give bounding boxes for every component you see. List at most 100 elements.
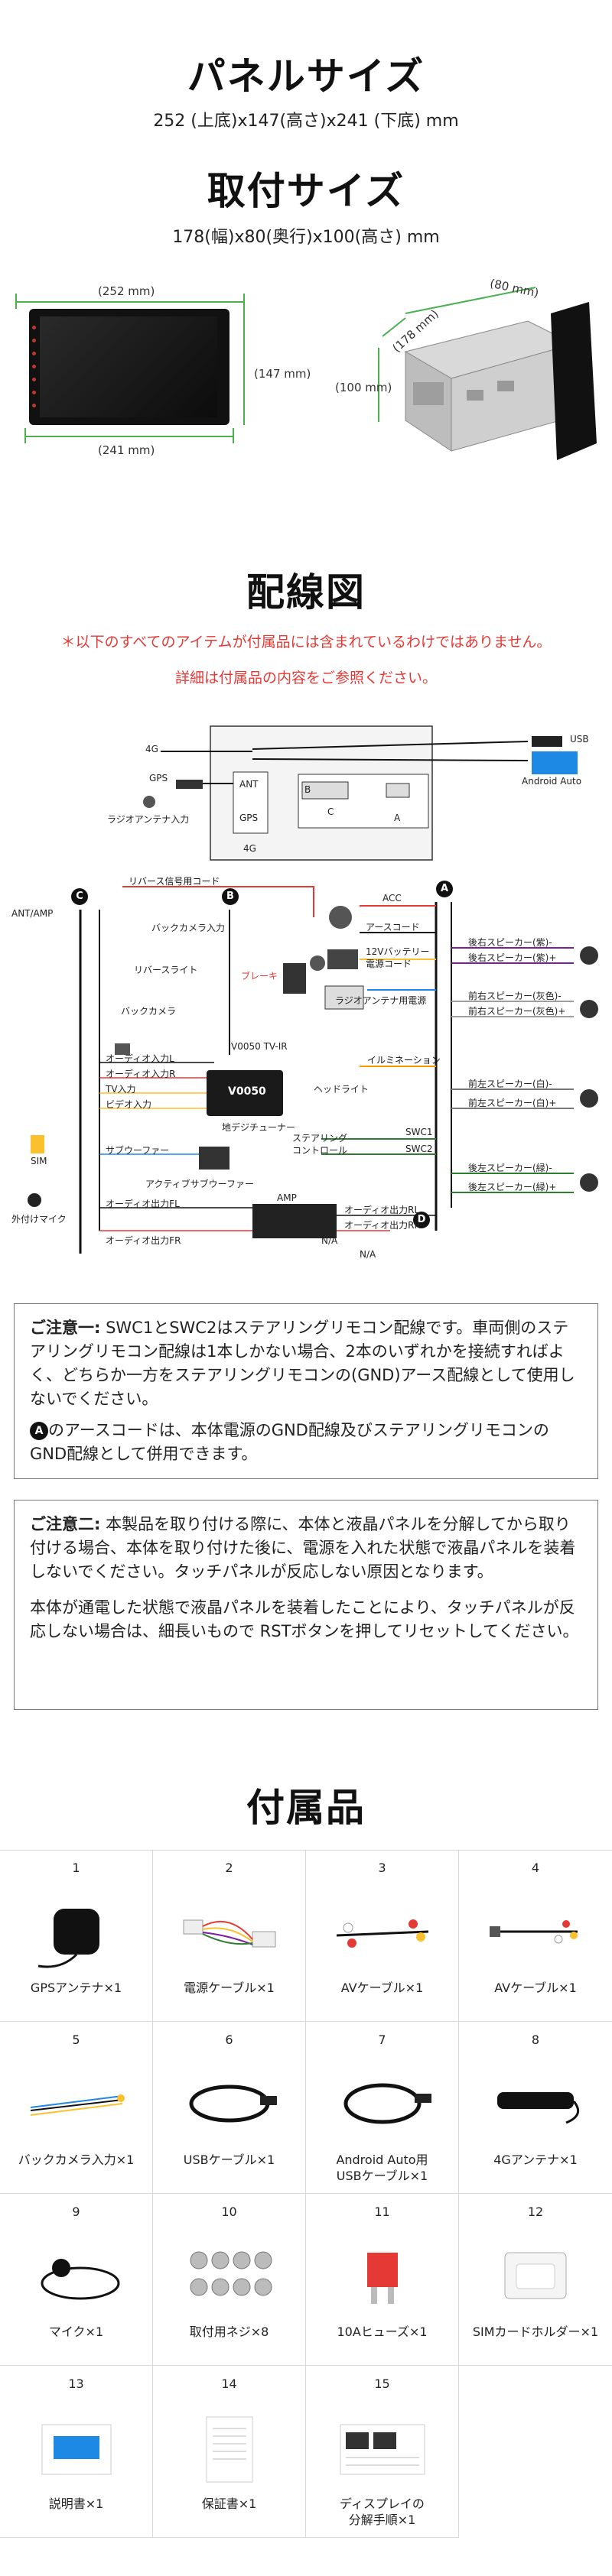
connector-c-badge: C — [71, 888, 88, 905]
note-one-heading: ご注意一: — [30, 1319, 101, 1337]
steering-label: ステアリング — [292, 1133, 348, 1144]
swc2-label: SWC2 — [405, 1144, 433, 1154]
accessory-label: 10Aヒューズ×1 — [337, 2325, 428, 2339]
wiring-diagram: リバース信号用コード ANT/AMP C B A D バックカメラ入力 リバース… — [8, 871, 604, 1284]
v0050-device-label: V0050 — [228, 1085, 266, 1098]
connector-b-badge: B — [222, 888, 239, 905]
av-cable-2-icon — [482, 1890, 589, 1974]
mount-size-spec: 178(幅)x80(奥行)x100(高さ) mm — [172, 228, 440, 247]
rl-minus-label: 後左スピーカー(緑)- — [468, 1163, 552, 1173]
brake-label: ブレーキ — [241, 971, 278, 981]
fl-minus-label: 前左スピーカー(白)- — [468, 1079, 552, 1089]
front-height-label: (147 mm) — [254, 367, 311, 381]
na-label-2: N/A — [360, 1249, 376, 1260]
rr-plus-label: 後右スピーカー(紫)+ — [468, 952, 557, 963]
power-cord-label: 電源コード — [366, 959, 412, 969]
screws-icon — [176, 2234, 283, 2318]
back-cam-input-label: バックカメラ入力 — [151, 923, 226, 933]
amp-label: AMP — [277, 1192, 297, 1203]
fuse-icon — [329, 2234, 436, 2318]
accessory-number: 11 — [374, 2205, 390, 2219]
note-two-heading: ご注意二: — [30, 1515, 101, 1533]
accessory-item: 11 10Aヒューズ×1 — [306, 2194, 459, 2366]
disassembly-guide-icon — [329, 2406, 436, 2490]
accessory-label: マイク×1 — [48, 2325, 104, 2339]
na-label-1: N/A — [321, 1235, 338, 1246]
headlight-label: ヘッドライト — [314, 1084, 369, 1095]
accessory-number: 3 — [378, 1861, 386, 1875]
accessory-item: 5 バックカメラ入力×1 — [0, 2022, 153, 2194]
4g-antenna-icon — [482, 2062, 589, 2146]
video-in-label: ビデオ入力 — [106, 1099, 152, 1110]
accessory-label: 電源ケーブル×1 — [184, 1981, 275, 1995]
audio-out-fl-label: オーディオ出力FL — [106, 1199, 180, 1209]
accessory-number: 14 — [221, 2376, 237, 2391]
usb-label: USB — [570, 734, 589, 745]
mount-size-title: 取付サイズ — [207, 169, 405, 213]
accessories-title: 付属品 — [246, 1786, 366, 1830]
connector-d-badge: D — [413, 1212, 430, 1228]
fr-plus-label: 前右スピーカー(灰色)+ — [468, 1006, 566, 1017]
power-cable-icon — [176, 1890, 283, 1974]
panel-size-spec: 252 (上底)x147(高さ)x241 (下底) mm — [153, 112, 459, 131]
android-auto-label: Android Auto — [522, 776, 582, 787]
audio-in-r-label: オーディオ入力R — [106, 1069, 176, 1079]
gps-label: GPS — [149, 773, 168, 784]
accessory-number: 7 — [378, 2033, 386, 2047]
battery-label: 12Vバッテリー — [366, 946, 430, 957]
wiring-detail: 詳細は付属品の内容をご参照ください。 — [174, 670, 437, 686]
accessory-label: USBケーブル×1 — [183, 2153, 275, 2167]
backcam-cable-icon — [23, 2062, 130, 2146]
sim-label: SIM — [31, 1156, 47, 1166]
accessory-label: GPSアンテナ×1 — [30, 1981, 122, 1995]
4g-label: 4G — [145, 744, 158, 754]
note-one-body-2: のアースコードは、本体電源のGND配線及びステアリングリモコンのGND配線として… — [30, 1421, 549, 1463]
back-camera-label: バックカメラ — [121, 1006, 177, 1017]
usb-cable-icon — [176, 2062, 283, 2146]
front-bottom-label: (241 mm) — [98, 443, 155, 457]
accessory-number: 5 — [72, 2033, 80, 2047]
ant-label: ANT — [239, 779, 259, 790]
rr-minus-label: 後右スピーカー(紫)- — [468, 937, 552, 948]
active-subwoofer-label: アクティブサブウーファー — [145, 1179, 254, 1189]
accessory-number: 9 — [72, 2205, 80, 2219]
fr-minus-label: 前右スピーカー(灰色)- — [468, 991, 562, 1001]
accessory-label: SIMカードホルダー×1 — [472, 2325, 599, 2339]
wiring-warning: ＊以下のすべてのアイテムが付属品には含まれているわけではありません。 — [60, 634, 552, 650]
accessory-label: 説明書×1 — [48, 2497, 104, 2511]
note-two-body: 本製品を取り付ける際に、本体と液晶パネルを分解してから取り付ける場合、本体を取り… — [30, 1515, 576, 1581]
port-b-label: B — [304, 784, 311, 795]
accessory-number: 4 — [531, 1861, 540, 1875]
manual-icon — [23, 2406, 130, 2490]
av-cable-icon — [329, 1890, 436, 1974]
tuner-label: 地デジチューナー — [222, 1122, 296, 1133]
note-two-body-2: 本体が通電した状態で液晶パネルを装着したことにより、タッチパネルが反応しない場合… — [30, 1598, 579, 1640]
accessory-number: 1 — [72, 1861, 80, 1875]
v0050-tvir-label: V0050 TV-IR — [231, 1041, 288, 1052]
connector-a-badge: A — [436, 881, 453, 897]
control-label: コントロール — [292, 1145, 348, 1156]
swc1-label: SWC1 — [405, 1127, 433, 1137]
accessory-number: 13 — [68, 2376, 84, 2391]
accessory-number: 12 — [527, 2205, 544, 2219]
radio-power-label: ラジオアンテナ用電源 — [335, 995, 427, 1006]
accessory-item: 2 電源ケーブル×1 — [153, 1850, 306, 2022]
accessory-label: ディスプレイの分解手順×1 — [340, 2497, 425, 2527]
rear-panel-diagram: USB Android Auto 4G GPS ラジオアンテナ入力 ANT GP… — [0, 715, 612, 868]
gps-antenna-icon — [23, 1890, 130, 1974]
usb-cable-aa-icon — [329, 2062, 436, 2146]
tv-in-label: TV入力 — [106, 1084, 136, 1095]
4g2-label: 4G — [243, 843, 256, 854]
accessory-label: バックカメラ入力×1 — [18, 2153, 135, 2167]
accessory-label: AVケーブル×1 — [494, 1981, 577, 1995]
mount-box-image — [378, 287, 597, 460]
front-top-label: (252 mm) — [98, 284, 155, 298]
accessory-number: 2 — [225, 1861, 233, 1875]
